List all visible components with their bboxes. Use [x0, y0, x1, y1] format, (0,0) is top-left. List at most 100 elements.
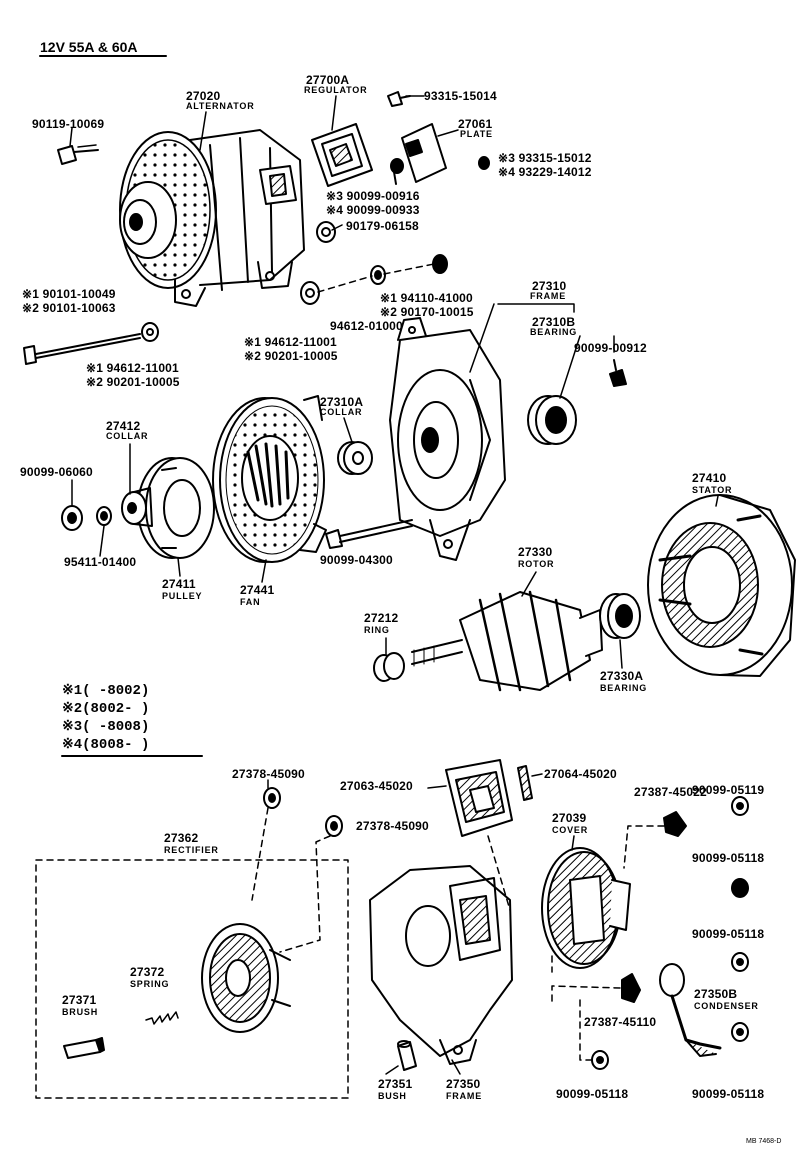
part-27061-number: 27061	[458, 117, 493, 131]
hw-90099-00916: ※3 90099-00916	[326, 189, 420, 203]
part-27212-name: RING	[364, 625, 390, 635]
part-27410-name: STATOR	[692, 485, 733, 495]
hw-90201-10005-upper: ※2 90201-10005	[244, 349, 338, 363]
spring-drawing	[145, 1011, 179, 1025]
alternator-drawing	[119, 129, 305, 307]
hw-90099-06060: 90099-06060	[20, 465, 93, 479]
hw-27064-45020: 27064-45020	[544, 767, 617, 781]
pulley-drawing	[137, 457, 215, 559]
hw-90119-10069: 90119-10069	[32, 117, 105, 131]
part-27441-name: FAN	[240, 597, 261, 607]
hw-93229-14012: ※4 93229-14012	[498, 165, 592, 179]
part-27330-number: 27330	[518, 545, 553, 559]
part-27020-number: 27020	[186, 89, 221, 103]
front-frame-drawing	[389, 317, 506, 561]
part-27330-name: ROTOR	[518, 559, 555, 569]
ring-drawing	[373, 652, 405, 682]
rectifier-group-box	[35, 859, 349, 1099]
leader-lines	[69, 95, 719, 1075]
part-27330a-number: 27330A	[600, 669, 644, 683]
bolt-90119	[57, 144, 99, 165]
diagram-title: 12V 55A & 60A	[40, 39, 138, 55]
hw-93315-15012: ※3 93315-15012	[498, 151, 592, 165]
screw-00912	[609, 359, 627, 387]
note-4: ※4(8008- )	[62, 737, 150, 753]
note-1: ※1( -8002)	[62, 683, 150, 699]
hw-90101-10049: ※1 90101-10049	[22, 287, 116, 301]
hw-90099-05119: 90099-05119	[692, 783, 765, 797]
hw-90170-10015: ※2 90170-10015	[380, 305, 474, 319]
hw-90099-05118-c: 90099-05118	[556, 1087, 629, 1101]
rotor-drawing	[411, 590, 603, 692]
hw-90101-10063: ※2 90101-10063	[22, 301, 116, 315]
hw-27378-45090-upper: 27378-45090	[232, 767, 305, 781]
stator-drawing	[647, 494, 796, 677]
small-washers	[300, 254, 448, 305]
note-3: ※3( -8008)	[62, 719, 150, 735]
part-27371-number: 27371	[62, 993, 97, 1007]
rectifier-drawing	[201, 923, 291, 1033]
plate-drawing	[401, 123, 447, 183]
condenser-drawing	[659, 963, 722, 1057]
note-2: ※2(8002- )	[62, 701, 150, 717]
hw-90099-00933: ※4 90099-00933	[326, 203, 420, 217]
hw-27387-45110: 27387-45110	[584, 1015, 657, 1029]
terminal-insulators	[551, 811, 687, 1005]
hw-90099-05118-d: 90099-05118	[692, 1087, 765, 1101]
rear-frame-drawing	[369, 835, 513, 1065]
part-27441-number: 27441	[240, 583, 275, 597]
hw-90099-04300: 90099-04300	[320, 553, 393, 567]
part-27310-name: FRAME	[530, 291, 566, 301]
part-27700a-number: 27700A	[306, 73, 350, 87]
hw-27387-45022: 27387-45022	[634, 785, 707, 799]
part-27411-number: 27411	[162, 577, 196, 591]
hw-94612-11001-lower: ※1 94612-11001	[86, 361, 179, 375]
hw-94110-41000: ※1 94110-41000	[380, 291, 473, 305]
hw-95411-01400: 95411-01400	[64, 555, 137, 569]
part-27310b-number: 27310B	[532, 315, 576, 329]
part-27039-name: COVER	[552, 825, 589, 835]
hw-90099-00912: 90099-00912	[574, 341, 647, 355]
insulators	[251, 787, 343, 953]
part-27362-name: RECTIFIER	[164, 845, 219, 855]
regulator-screws	[316, 91, 490, 243]
brush-holder-drawing	[427, 759, 513, 837]
collar-27412-drawing	[121, 487, 153, 527]
hw-90099-05118-b: 90099-05118	[692, 927, 765, 941]
part-27351-name: BUSH	[378, 1091, 407, 1101]
part-27350b-name: CONDENSER	[694, 1001, 759, 1011]
part-27039-number: 27039	[552, 811, 587, 825]
part-27064-drawing	[517, 765, 543, 801]
regulator-drawing	[311, 123, 373, 187]
through-bolt	[23, 322, 159, 365]
part-27372-name: SPRING	[130, 979, 170, 989]
part-27350b-number: 27350B	[694, 987, 738, 1001]
fan-drawing	[212, 395, 327, 563]
hw-27378-45090-lower: 27378-45090	[356, 819, 429, 833]
brush-drawing	[63, 1037, 105, 1059]
part-27310a-number: 27310A	[320, 395, 364, 409]
part-27351-number: 27351	[378, 1077, 413, 1091]
part-27412-number: 27412	[106, 419, 141, 433]
part-27310-number: 27310	[532, 279, 567, 293]
part-27410-number: 27410	[692, 471, 727, 485]
cover-drawing	[541, 847, 631, 969]
hw-94612-01000: 94612-01000	[330, 319, 403, 333]
rear-bearing-drawing	[599, 593, 641, 639]
part-27330a-name: BEARING	[600, 683, 648, 693]
part-27310a-name: COLLAR	[320, 407, 363, 417]
part-27372-number: 27372	[130, 965, 165, 979]
terminal-nuts	[579, 796, 749, 1070]
hw-27063-45020: 27063-45020	[340, 779, 413, 793]
part-27212-number: 27212	[364, 611, 399, 625]
hw-90179-06158: 90179-06158	[346, 219, 419, 233]
part-27350-number: 27350	[446, 1077, 481, 1091]
part-27371-name: BRUSH	[62, 1007, 99, 1017]
pulley-washers	[61, 505, 112, 531]
front-bearing-drawing	[527, 395, 577, 445]
hw-90201-10005-lower: ※2 90201-10005	[86, 375, 180, 389]
part-27700a-name: REGULATOR	[304, 85, 368, 95]
hw-93315-15014: 93315-15014	[424, 89, 497, 103]
fan-bolt	[325, 519, 413, 549]
part-27310b-name: BEARING	[530, 327, 578, 337]
